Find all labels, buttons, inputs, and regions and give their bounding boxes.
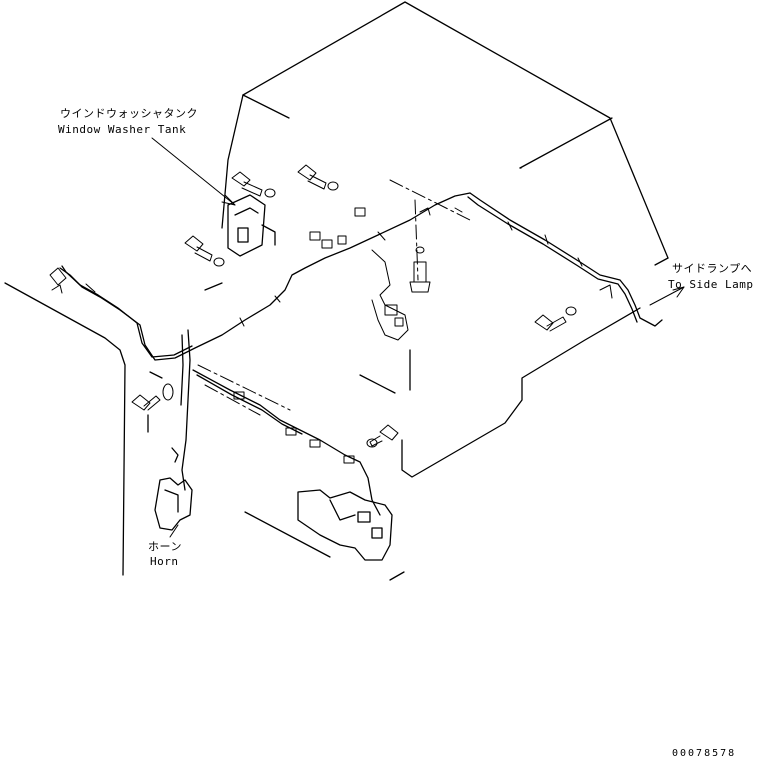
main-harness xyxy=(59,192,663,361)
leader-lines xyxy=(151,137,685,538)
bolt-group xyxy=(131,164,577,448)
horn-branch xyxy=(180,329,191,491)
left-panel-outline xyxy=(4,282,163,576)
drawing-number: 00078578 xyxy=(672,748,737,759)
horn-assembly xyxy=(154,447,193,531)
horn-label-jp: ホーン xyxy=(148,540,182,553)
horn-label-en: Horn xyxy=(150,555,179,568)
centerlines xyxy=(197,179,471,416)
washer-tank-bracket xyxy=(227,194,276,257)
lower-connector-block xyxy=(297,489,393,561)
relay-cluster xyxy=(371,249,409,341)
floor-outline xyxy=(244,511,405,581)
washer-tank-label-jp: ウインドウォッシャタンク xyxy=(60,107,198,120)
left-terminal xyxy=(49,267,96,294)
cab-outline xyxy=(204,1,669,478)
washer-tank-label-en: Window Washer Tank xyxy=(58,123,187,136)
side-lamp-label-jp: サイドランプへ xyxy=(672,262,753,275)
connectors xyxy=(233,207,613,464)
side-lamp-label-en: To Side Lamp xyxy=(668,278,754,291)
